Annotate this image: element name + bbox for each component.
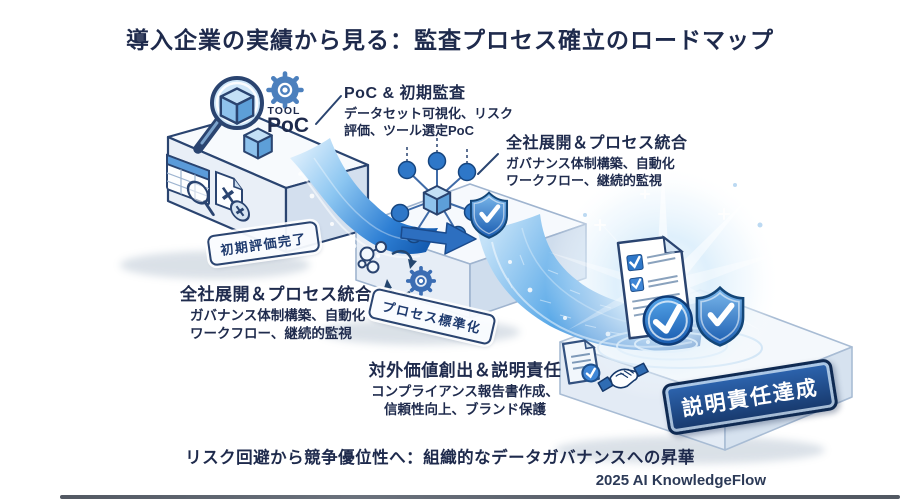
clipboard-icon — [561, 338, 601, 385]
molecule-icon — [357, 241, 387, 274]
tool-label: TOOL — [268, 105, 301, 117]
callout-step2-left-line1: ガバナンス体制構築、自動化 — [190, 308, 366, 323]
handshake-icon — [597, 362, 649, 392]
shield-check-icon-2 — [697, 288, 743, 346]
spreadsheet-search-icon — [166, 153, 215, 217]
footer-credit: 2025 AI KnowledgeFlow — [595, 472, 766, 489]
page-title: 導入企業の実績から見る：監査プロセス確立のロードマップ — [126, 27, 774, 53]
callout-step1-line2: 評価、ツール選定PoC — [344, 123, 475, 139]
document-check-icon — [616, 235, 694, 346]
callout-step3-line2: 信頼性向上、ブランド保護 — [384, 401, 546, 417]
document-error-icon — [215, 170, 250, 222]
callout-step2-line1: ガバナンス体制構築、自動化 — [506, 156, 675, 171]
bottom-bar — [60, 495, 900, 499]
callout-step2-heading: 全社展開＆プロセス統合 — [506, 135, 688, 152]
callout-step2-left-line2: ワークフロー、継続的監視 — [190, 325, 352, 341]
footer-statement: リスク回避から競争優位性へ：組織的なデータガバナンスへの昇華 — [185, 449, 695, 467]
callout-step1-heading: PoC & 初期監査 — [344, 85, 466, 102]
leader-line-step2 — [477, 153, 499, 175]
gear-icon-2 — [408, 268, 434, 294]
poc-label: PoC — [267, 114, 309, 137]
small-cube-icon — [243, 127, 273, 160]
magnifier-cube-icon — [193, 76, 264, 154]
callout-step3-heading: 対外価値創出＆説明責任 — [368, 361, 562, 380]
callout-step2-left: 全社展開＆プロセス統合 ガバナンス体制構築、自動化 ワークフロー、継続的監視 — [180, 280, 373, 343]
gear-icon — [269, 74, 302, 107]
callout-step3: 対外価値創出＆説明責任 コンプライアンス報告書作成、 信頼性向上、ブランド保護 — [362, 356, 568, 419]
shield-check-icon — [471, 193, 507, 238]
network-icon — [390, 137, 483, 244]
callout-step2-line2: ワークフロー、継続的監視 — [506, 173, 662, 189]
callout-step2: 全社展開＆プロセス統合 ガバナンス体制構築、自動化 ワークフロー、継続的監視 — [506, 129, 688, 189]
callout-step1-line1: データセット可視化、リスク — [344, 106, 514, 121]
flow-arrow-icon — [400, 222, 477, 255]
callout-step2-left-heading: 全社展開＆プロセス統合 — [180, 285, 373, 304]
callout-step1: PoC & 初期監査 データセット可視化、リスク 評価、ツール選定PoC — [344, 79, 513, 139]
callout-step3-line1: コンプライアンス報告書作成、 — [371, 384, 559, 399]
leader-line-step1 — [315, 95, 342, 125]
